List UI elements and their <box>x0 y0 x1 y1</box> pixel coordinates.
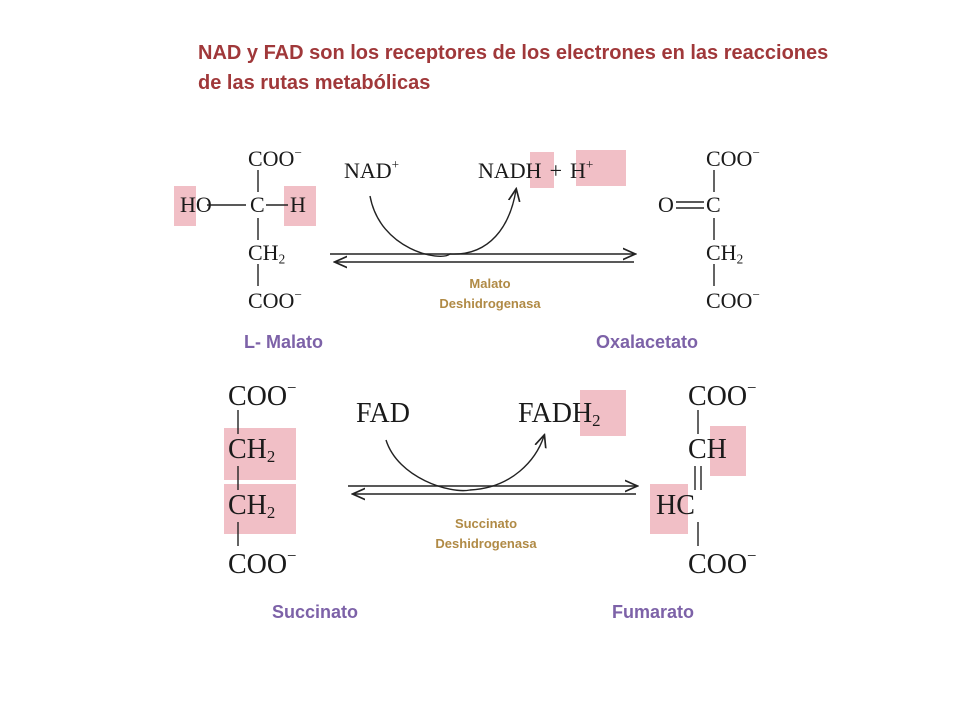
oxalacetato-top-group: COO− <box>706 145 760 172</box>
oxalacetato-ch2: CH2 <box>706 240 744 267</box>
malato-h: H <box>290 192 306 217</box>
fumarato-hc: HC <box>656 490 695 521</box>
fumarato-bottom-group: COO− <box>688 546 757 580</box>
label-oxalacetato: Oxalacetato <box>596 332 699 352</box>
oxalacetato-oxygen: O <box>658 192 674 217</box>
highlight-fadh2-h2 <box>580 390 626 436</box>
highlight-ch2-a <box>224 428 296 480</box>
slide-title: NAD y FAD son los receptores de los elec… <box>198 42 829 94</box>
fad-curve-arrow <box>385 436 544 492</box>
nadh-plus-h: NADH+H+ <box>478 157 594 184</box>
enzyme-malato-deshidrogenasa: Malato Deshidrogenasa <box>439 276 541 311</box>
malato-carbon: C <box>250 192 265 217</box>
malato-bottom-group: COO− <box>248 287 302 314</box>
succinato-bottom-group: COO− <box>228 546 297 580</box>
highlight-nadh-h <box>530 152 554 188</box>
highlight-fumarato-hc-h <box>650 484 688 534</box>
highlight-ch2-b <box>224 484 296 534</box>
label-fumarato: Fumarato <box>612 602 695 622</box>
malato-top-group: COO− <box>248 145 302 172</box>
oxalacetato-bottom-group: COO− <box>706 287 760 314</box>
highlight-proton <box>576 150 626 186</box>
malato-ho: HO <box>180 192 212 217</box>
fad: FAD <box>356 398 410 429</box>
oxalacetato-carbon: C <box>706 192 721 217</box>
highlight-ho <box>174 186 196 226</box>
succinato-ch2-b: CH2 <box>228 490 276 523</box>
succinato-ch2-a: CH2 <box>228 434 276 467</box>
label-succinato: Succinato <box>272 602 359 622</box>
nad-curve-arrow <box>369 190 516 257</box>
malato-ch2: CH2 <box>248 240 286 267</box>
fadh2: FADH2 <box>518 398 601 431</box>
fumarato-top-group: COO− <box>688 378 757 412</box>
succinato-top-group: COO− <box>228 378 297 412</box>
nad-plus: NAD+ <box>344 157 400 184</box>
highlight-h-right <box>284 186 316 226</box>
label-l-malato: L- Malato <box>244 332 323 352</box>
highlight-fumarato-h <box>710 426 746 476</box>
enzyme-succinato-deshidrogenasa: Succinato Deshidrogenasa <box>435 516 537 551</box>
fumarato-ch: CH <box>688 434 727 465</box>
